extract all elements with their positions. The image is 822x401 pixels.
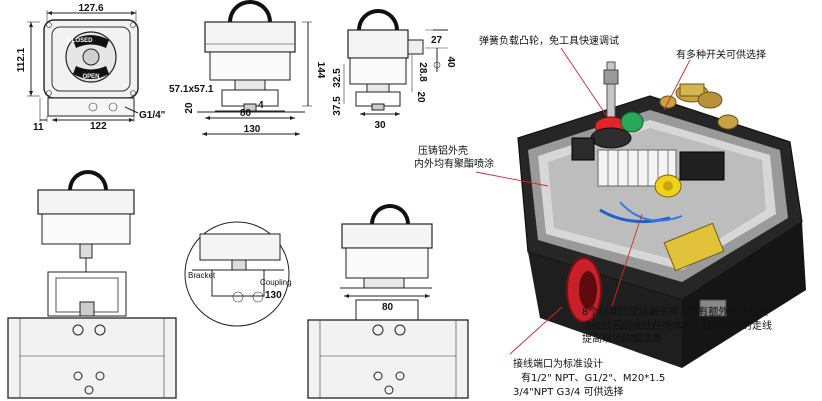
front-view-drawing bbox=[197, 0, 312, 136]
bracket-coupling-label: Coupling bbox=[260, 278, 292, 287]
dim-side-288: 28.8 bbox=[417, 62, 428, 82]
dim-front-height: 144 bbox=[315, 62, 326, 79]
top-label-open: OPEN bbox=[82, 74, 99, 80]
dim-side-375: 37.5 bbox=[332, 96, 343, 116]
dim-front-20: 20 bbox=[184, 102, 195, 114]
annotation-port-3: 3/4"NPT G3/4 可供选择 bbox=[513, 385, 624, 398]
actuator-assembly-right bbox=[307, 204, 469, 399]
dim-front-80: 80 bbox=[240, 108, 252, 119]
product-photo bbox=[517, 61, 806, 368]
dim-top-width: 127.6 bbox=[78, 3, 103, 14]
dim-thread: G1/4" bbox=[139, 110, 166, 121]
annotation-terminal-2: 电磁线圈的接线在壳体内，较少现场的走线 bbox=[582, 319, 772, 332]
assembly-left-label-closed: CLOSED bbox=[75, 180, 101, 186]
dim-side-20: 20 bbox=[415, 91, 426, 103]
front-label-closed: CLOSED bbox=[237, 11, 263, 17]
dim-top-height: 112.1 bbox=[16, 47, 27, 72]
annotation-cam: 弹簧负载凸轮，免工具快速调试 bbox=[479, 34, 619, 47]
assembly-right-label-closed: CLOSED bbox=[377, 214, 403, 220]
annotation-housing-1: 压铸铝外壳 bbox=[418, 144, 468, 157]
top-view-drawing bbox=[27, 10, 139, 122]
side-view-drawing bbox=[343, 9, 448, 116]
dim-bracket-130: 130 bbox=[265, 290, 282, 301]
annotation-terminal-1: 8个标准的接线端子排，并有额外接线位置 bbox=[582, 305, 768, 318]
annotation-leaders bbox=[475, 47, 691, 355]
dim-offset-11: 11 bbox=[33, 122, 44, 133]
dim-actuator-80: 80 bbox=[382, 302, 394, 313]
dim-base-122: 122 bbox=[90, 121, 107, 132]
bracket-label: Bracket bbox=[188, 271, 216, 280]
annotation-housing-2: 内外均有聚酯喷涂 bbox=[414, 157, 494, 170]
top-label-closed: CLOSED bbox=[67, 38, 93, 44]
dim-side-27: 27 bbox=[431, 35, 443, 46]
annotation-port-2: 有1/2" NPT、G1/2"、M20*1.5 bbox=[521, 371, 665, 384]
dim-front-571: 57.1x57.1 bbox=[169, 84, 214, 95]
dim-front-4: 4 bbox=[258, 100, 264, 111]
dim-front-130: 130 bbox=[244, 124, 261, 135]
dim-side-40: 40 bbox=[445, 56, 456, 68]
side-label-closed: CLOSED bbox=[365, 19, 391, 25]
dim-side-30: 30 bbox=[374, 120, 386, 131]
annotation-port-1: 接线端口为标准设计 bbox=[513, 357, 603, 370]
actuator-assembly-left bbox=[7, 170, 177, 399]
dim-side-325: 32.5 bbox=[332, 68, 343, 88]
bracket-detail-circle bbox=[184, 221, 290, 327]
annotation-switch: 有多种开关可供选择 bbox=[676, 48, 766, 61]
annotation-terminal-3: 提高现场的整洁度 bbox=[582, 332, 662, 345]
